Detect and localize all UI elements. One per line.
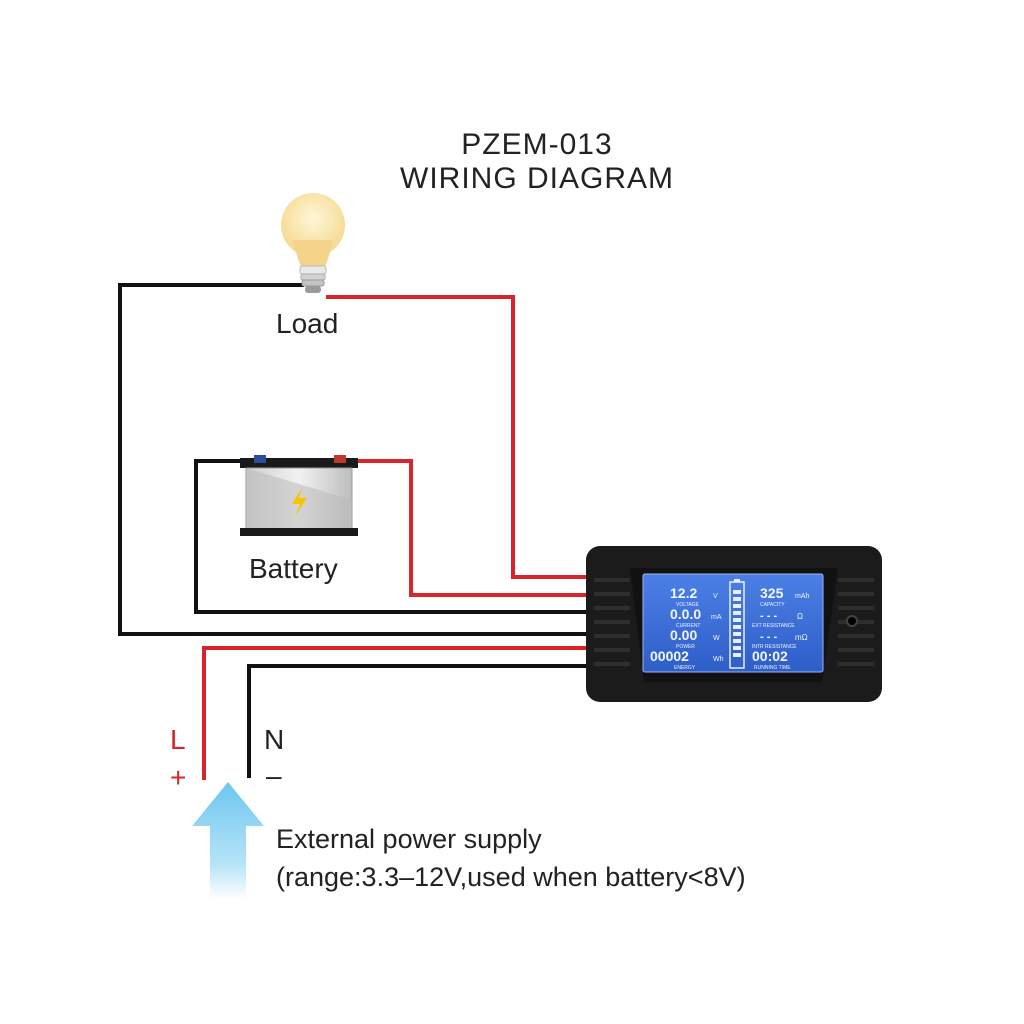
battery-positive-wire bbox=[348, 459, 590, 597]
voltage-unit: V bbox=[713, 593, 718, 600]
red-wires bbox=[202, 295, 590, 780]
current-label: CURRENT bbox=[676, 623, 700, 629]
live-label: L bbox=[170, 724, 186, 755]
ext-resistance-label: EXT RESISTANCE bbox=[752, 623, 795, 629]
supply-title: External power supply bbox=[276, 824, 542, 854]
ext-resistance-value: - - - bbox=[760, 610, 777, 622]
running-time-value: 00:02 bbox=[752, 648, 788, 664]
supply-range-note: (range:3.3–12V,used when battery<8V) bbox=[276, 862, 746, 892]
power-value: 0.00 bbox=[670, 627, 697, 643]
meter-button-icon bbox=[846, 615, 858, 627]
battery-negative-wire bbox=[194, 459, 590, 614]
arrow-up-icon bbox=[192, 782, 264, 900]
black-wires bbox=[118, 283, 590, 778]
live-supply-wire bbox=[202, 646, 590, 780]
pzem-meter: 12.2 V VOLTAGE 0.0.0 mA CURRENT 0.00 W P… bbox=[586, 546, 882, 702]
ext-resistance-unit: Ω bbox=[797, 612, 803, 621]
energy-label: ENERGY bbox=[674, 665, 696, 671]
power-unit: W bbox=[713, 635, 720, 642]
load-positive-wire bbox=[326, 295, 590, 579]
intr-resistance-value: - - - bbox=[760, 631, 777, 643]
capacity-label: CAPACITY bbox=[760, 602, 785, 608]
load-label: Load bbox=[276, 308, 339, 339]
intr-resistance-unit: mΩ bbox=[795, 633, 808, 642]
energy-unit: Wh bbox=[713, 656, 724, 663]
capacity-unit: mAh bbox=[795, 593, 810, 600]
current-unit: mA bbox=[711, 614, 722, 621]
diagram-subtitle: WIRING DIAGRAM bbox=[400, 162, 674, 195]
voltage-label: VOLTAGE bbox=[676, 602, 700, 608]
diagram-title: PZEM-013 bbox=[461, 128, 613, 161]
load-negative-wire bbox=[118, 283, 590, 636]
energy-value: 00002 bbox=[650, 648, 689, 664]
battery-label: Battery bbox=[249, 553, 338, 584]
neutral-polarity-label: – bbox=[266, 760, 282, 791]
neutral-supply-wire bbox=[247, 664, 590, 778]
power-label: POWER bbox=[676, 644, 695, 650]
voltage-value: 12.2 bbox=[670, 585, 697, 601]
bulb-icon bbox=[281, 193, 345, 293]
intr-resistance-label: INTR RESISTANCE bbox=[752, 644, 797, 650]
neutral-label: N bbox=[264, 724, 285, 755]
capacity-value: 325 bbox=[760, 585, 784, 601]
running-time-label: RUNNING TIME bbox=[754, 665, 791, 671]
live-polarity-label: + bbox=[170, 762, 187, 793]
current-value: 0.0.0 bbox=[670, 606, 701, 622]
battery-icon bbox=[240, 455, 358, 536]
